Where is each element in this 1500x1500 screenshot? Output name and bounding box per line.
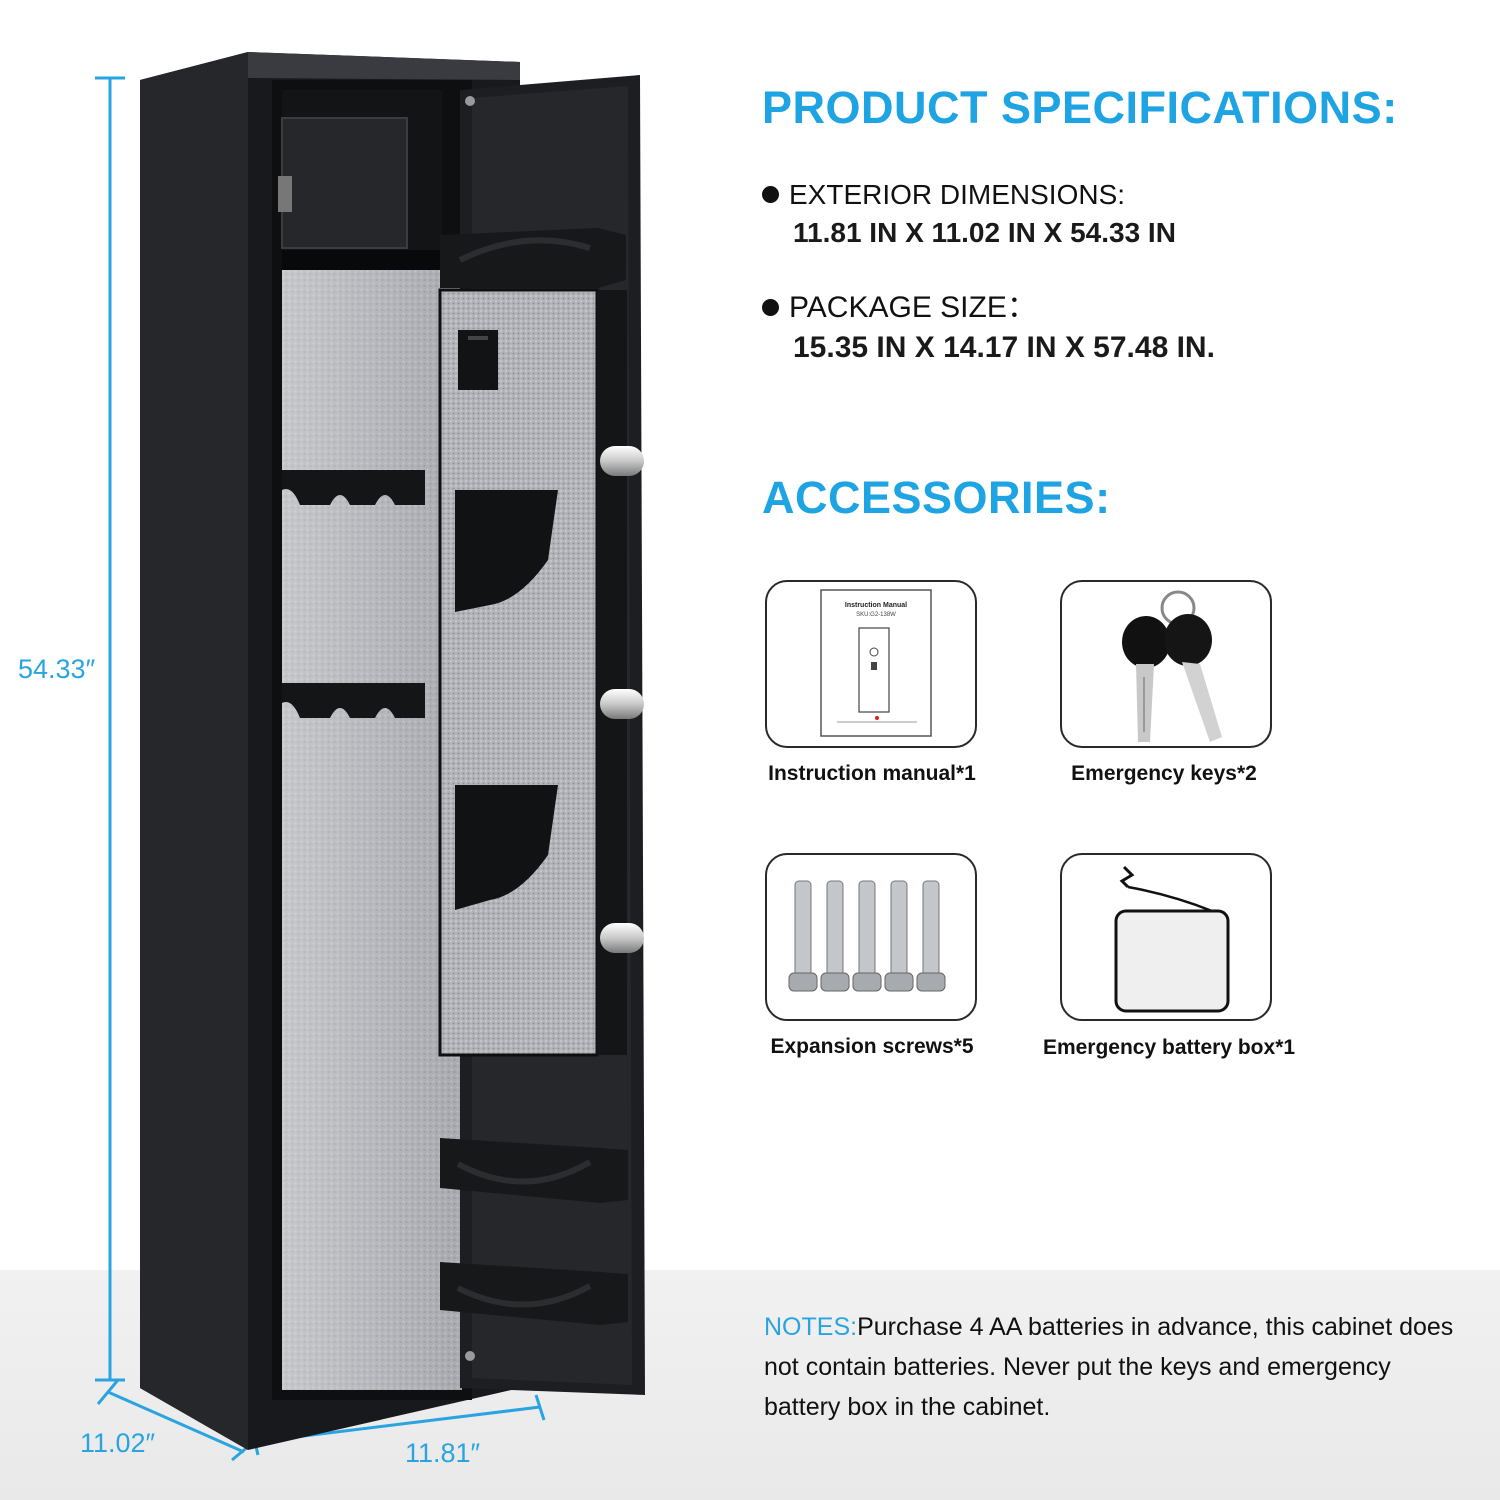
height-dimension-line xyxy=(95,76,125,1382)
package-size-value: 15.35 IN X 14.17 IN X 57.48 IN. xyxy=(793,331,1215,364)
exterior-dimensions-label: EXTERIOR DIMENSIONS: xyxy=(789,179,1126,210)
specifications-title: PRODUCT SPECIFICATIONS: xyxy=(762,82,1398,133)
height-dimension-label: 54.33″ xyxy=(18,654,96,684)
accessory-battery-box-label: Emergency battery box*1 xyxy=(1042,1036,1296,1059)
package-size-label: PACKAGE SIZE： xyxy=(789,291,1037,324)
gun-cabinet-illustration xyxy=(95,52,645,1462)
exterior-dimensions-value: 11.81 IN X 11.02 IN X 54.33 IN xyxy=(793,217,1176,248)
manual-document-sku: SKU:G2-138W xyxy=(856,612,896,618)
screws-icon xyxy=(788,880,946,992)
notes-heading: NOTES: xyxy=(764,1313,858,1341)
keys-icon xyxy=(1122,590,1222,742)
accessories-title: ACCESSORIES: xyxy=(762,472,1111,523)
bullet-icon xyxy=(762,298,779,316)
accessory-keys-card xyxy=(1060,580,1272,748)
depth-dimension-label: 11.02″ xyxy=(80,1428,156,1458)
manual-icon xyxy=(820,589,932,737)
notes-body: Purchase 4 AA batteries in advance, this… xyxy=(764,1313,1454,1421)
accessory-battery-box-card xyxy=(1060,853,1272,1021)
accessory-screws-card xyxy=(765,853,977,1021)
battery-box-icon xyxy=(1114,865,1230,1013)
accessory-screws-label: Expansion screws*5 xyxy=(770,1035,974,1058)
accessory-manual-label: Instruction manual*1 xyxy=(768,762,976,785)
width-dimension-label: 11.81″ xyxy=(405,1438,481,1468)
package-size-spec: PACKAGE SIZE： 15.35 IN X 14.17 IN X 57.4… xyxy=(762,288,1215,368)
manual-document-title: Instruction Manual xyxy=(844,602,908,609)
locking-bolts xyxy=(600,446,644,953)
cabinet-door xyxy=(438,75,645,1395)
cabinet-body xyxy=(140,52,520,1450)
bullet-icon xyxy=(762,186,779,204)
accessory-manual-card: Instruction Manual SKU:G2-138W xyxy=(765,580,977,748)
accessory-keys-label: Emergency keys*2 xyxy=(1071,762,1257,785)
exterior-dimensions-spec: EXTERIOR DIMENSIONS: 11.81 IN X 11.02 IN… xyxy=(762,176,1176,252)
notes-text: NOTES:Purchase 4 AA batteries in advance… xyxy=(764,1307,1474,1427)
